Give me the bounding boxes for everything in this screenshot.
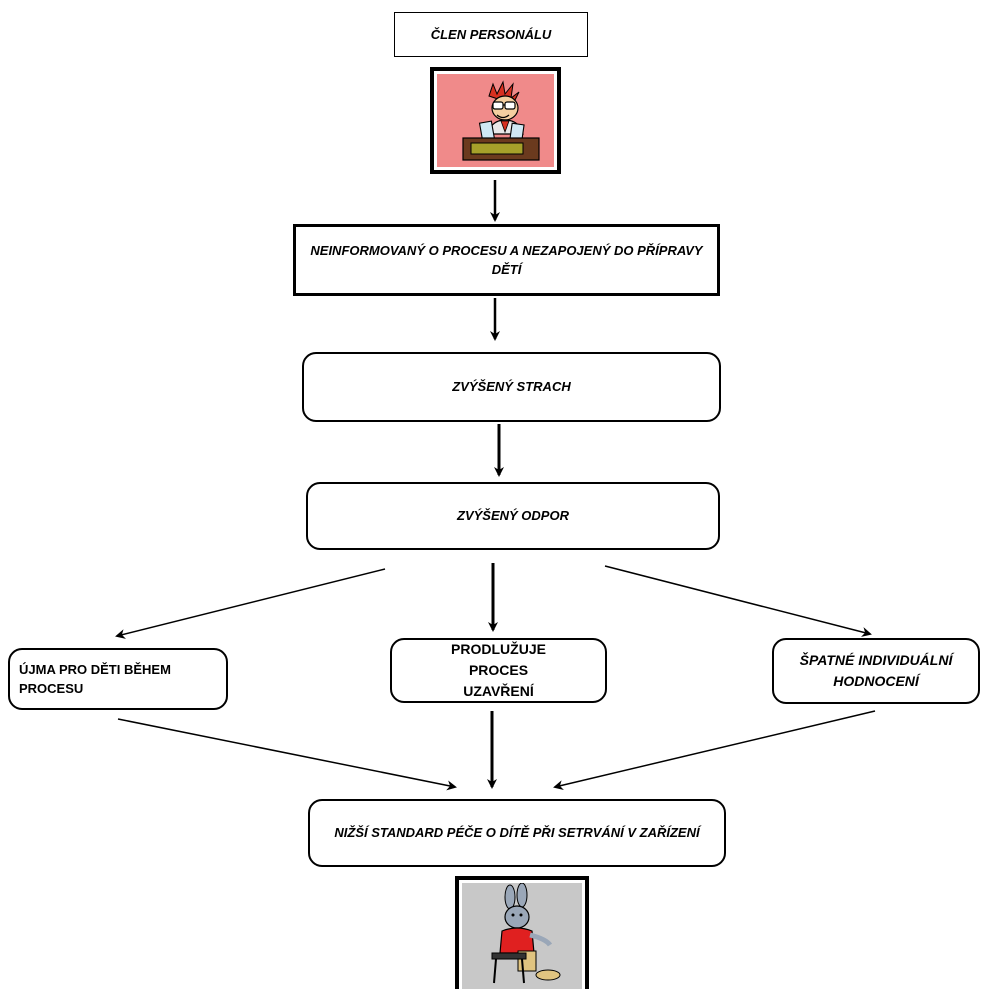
lower-standard-text: NIŽŠÍ STANDARD PÉČE O DÍTĚ PŘI SETRVÁNÍ …	[334, 825, 700, 841]
arrow-resistance-to-assessment	[604, 565, 872, 637]
staff-member-title: ČLEN PERSONÁLU	[430, 26, 552, 42]
poor-assessment-text: ŠPATNÉ INDIVIDUÁLNÍ HODNOCENÍ	[799, 652, 953, 689]
sitting-child-icon	[462, 883, 582, 989]
increased-fear-box: ZVÝŠENÝ STRACH	[302, 352, 721, 422]
prolongs-process-text: PRODLUŽUJE PROCES UZAVŘENÍ	[451, 641, 546, 699]
increased-resistance-text: ZVÝŠENÝ ODPOR	[457, 508, 569, 524]
lower-standard-box: NIŽŠÍ STANDARD PÉČE O DÍTĚ PŘI SETRVÁNÍ …	[308, 799, 726, 867]
harm-children-box: ÚJMA PRO DĚTI BĚHEM PROCESU	[8, 648, 228, 710]
child-icon-frame	[455, 876, 589, 989]
poor-assessment-box: ŠPATNÉ INDIVIDUÁLNÍ HODNOCENÍ	[772, 638, 980, 704]
staff-member-icon-frame	[430, 67, 561, 174]
increased-fear-text: ZVÝŠENÝ STRACH	[452, 379, 571, 395]
uninformed-text: NEINFORMOVANÝ O PROCESU A NEZAPOJENÝ DO …	[310, 242, 703, 278]
harm-children-text: ÚJMA PRO DĚTI BĚHEM PROCESU	[19, 661, 171, 697]
uninformed-box: NEINFORMOVANÝ O PROCESU A NEZAPOJENÝ DO …	[293, 224, 720, 296]
arrow-harm-to-standard	[117, 718, 457, 791]
staff-member-at-desk-icon	[437, 74, 554, 167]
staff-member-title-box: ČLEN PERSONÁLU	[394, 12, 588, 57]
increased-resistance-box: ZVÝŠENÝ ODPOR	[306, 482, 720, 550]
prolongs-process-box: PRODLUŽUJE PROCES UZAVŘENÍ	[390, 638, 607, 703]
arrow-assessment-to-standard	[553, 710, 876, 791]
arrow-resistance-to-harm	[115, 568, 386, 639]
